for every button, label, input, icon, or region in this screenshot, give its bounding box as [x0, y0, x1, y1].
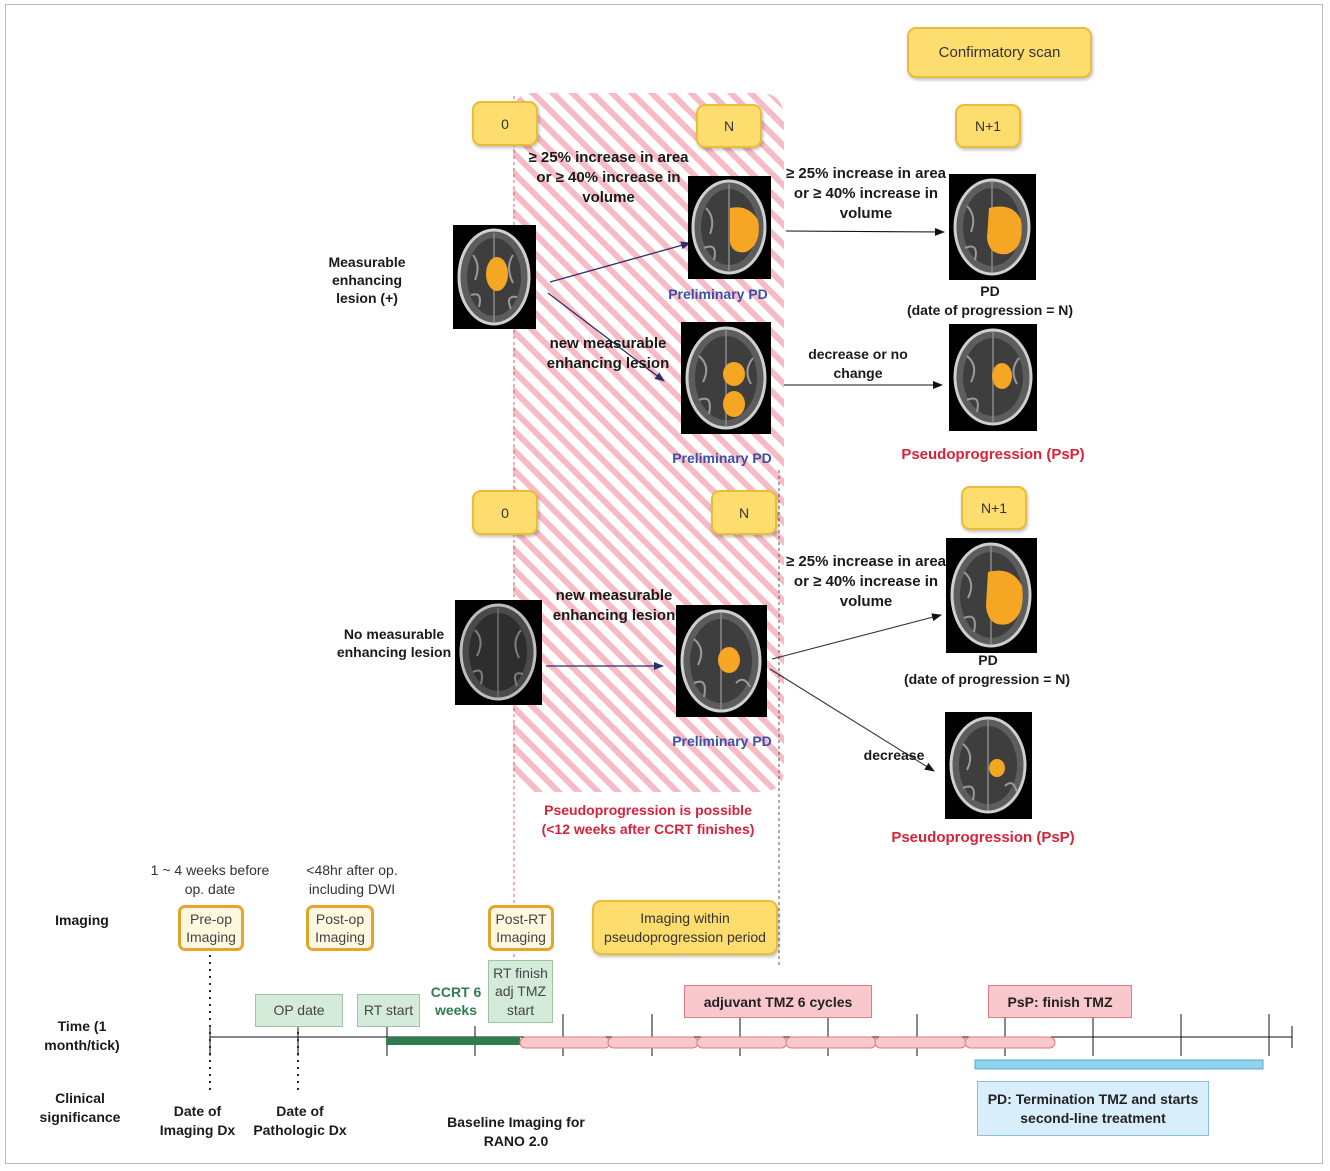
rt-finish-box: RT finish adj TMZ start: [488, 960, 553, 1023]
arrow-to-pd-top: [785, 227, 945, 236]
mri-nonmeasurable-baseline: [455, 600, 542, 705]
postop-imaging-box: Post-op Imaging: [306, 905, 374, 951]
row-label-time: Time (1 month/tick): [44, 1018, 120, 1053]
label-decrease-no-change: decrease or no change: [808, 346, 908, 381]
label-psp-top: Pseudoprogression (PsP): [901, 446, 1085, 463]
label-psp-bottom: Pseudoprogression (PsP): [891, 829, 1075, 846]
psp-period-imaging-box: Imaging within pseudoprogression period: [592, 900, 778, 955]
mri-preliminary-pd-1: [688, 176, 771, 279]
pd-second-line-bar: [974, 1059, 1264, 1070]
psp-finish-tmz-box: PsP: finish TMZ: [988, 985, 1132, 1018]
figure-border: [5, 4, 1323, 1164]
row-label-imaging: Imaging: [55, 912, 109, 928]
ccrt-bar: [386, 1037, 520, 1045]
date-imaging-dx: Date of Imaging Dx: [159, 1103, 236, 1138]
label-preliminary-pd-2: Preliminary PD: [672, 450, 772, 466]
mri-preliminary-pd-2: [681, 322, 771, 434]
label-pd-date-bottom: (date of progression = N): [903, 671, 1071, 687]
timepoint-n-mid: N: [711, 490, 777, 535]
op-date-box: OP date: [255, 994, 343, 1027]
label-preliminary-pd-1: Preliminary PD: [668, 286, 768, 302]
label-preliminary-pd-3: Preliminary PD: [672, 733, 772, 749]
label-new-lesion-bottom: new measurable enhancing lesion: [552, 587, 676, 624]
label-pd-date-top: (date of progression = N): [906, 302, 1074, 318]
postop-note: <48hr after op. including DWI: [306, 862, 398, 897]
label-pd-top: PD: [980, 283, 1000, 299]
label-nonmeasurable-lesion: No measurable enhancing lesion: [336, 626, 452, 661]
row-label-clinical: Clinical significance: [39, 1090, 121, 1125]
psp-window-line2: (<12 weeks after CCRT finishes): [541, 821, 755, 837]
label-increase-3: ≥ 25% increase in area or ≥ 40% increase…: [786, 553, 946, 610]
timepoint-zero-mid: 0: [472, 490, 538, 535]
mri-pd-top: [949, 174, 1036, 280]
arrow-to-preliminary-pd-1: [549, 241, 691, 283]
timepoint-n-top: N: [696, 104, 762, 148]
timepoint-n1-top: N+1: [955, 104, 1021, 148]
mri-psp-bottom: [945, 712, 1032, 819]
arrow-to-preliminary-pd-2: [547, 292, 665, 382]
timepoint-zero-top: 0: [472, 101, 538, 146]
pd-termination-box: PD: Termination TMZ and starts second-li…: [977, 1081, 1209, 1136]
baseline-imaging-rano: Baseline Imaging for RANO 2.0: [447, 1114, 585, 1149]
mri-measurable-baseline: [453, 225, 536, 329]
postrt-imaging-box: Post-RT Imaging: [488, 905, 554, 951]
adjuvant-tmz-box: adjuvant TMZ 6 cycles: [684, 985, 872, 1018]
confirmatory-scan-box: Confirmatory scan: [907, 27, 1092, 78]
preop-imaging-box: Pre-op Imaging: [178, 905, 244, 951]
psp-window-line1: Pseudoprogression is possible: [544, 802, 752, 818]
label-pd-bottom: PD: [978, 652, 998, 668]
mri-psp-top: [949, 324, 1037, 431]
mri-pd-bottom: [946, 538, 1037, 653]
label-increase-2: ≥ 25% increase in area or ≥ 40% increase…: [786, 165, 946, 222]
rt-start-box: RT start: [357, 994, 420, 1027]
label-measurable-lesion: Measurable enhancing lesion (+): [328, 254, 406, 307]
arrow-to-psp-bottom: [769, 668, 935, 772]
date-pathologic-dx: Date of Pathologic Dx: [253, 1103, 347, 1138]
tmz-cycles: [519, 1036, 1056, 1049]
label-increase-1: ≥ 25% increase in area or ≥ 40% increase…: [528, 149, 689, 206]
preop-note: 1 ~ 4 weeks before op. date: [150, 862, 270, 897]
mri-preliminary-pd-3: [676, 605, 767, 717]
timepoint-n1-mid: N+1: [961, 486, 1027, 530]
label-new-lesion-top: new measurable enhancing lesion: [546, 335, 670, 372]
label-decrease: decrease: [863, 747, 925, 763]
ccrt-label: CCRT 6 weeks: [430, 984, 482, 1019]
arrow-to-pd-bottom: [771, 613, 942, 660]
